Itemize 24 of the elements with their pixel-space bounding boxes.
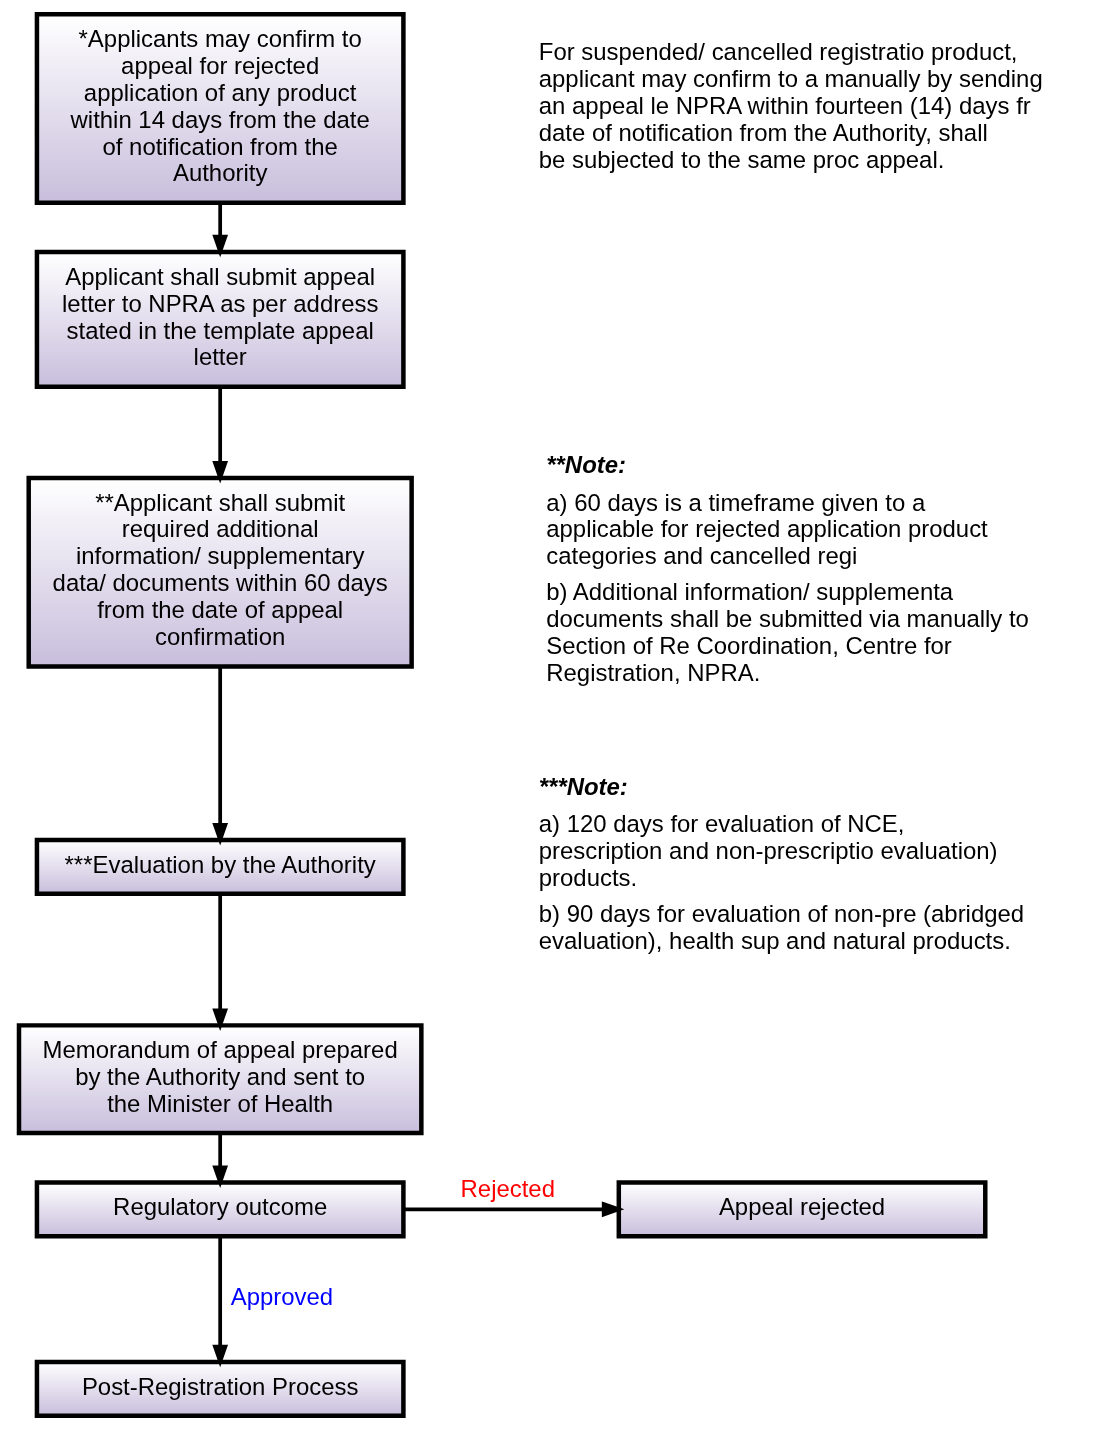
node-box: ***Evaluation by the Authority	[34, 837, 406, 896]
node-box: Memorandum of appeal prepared by the Authority and sent to the Minister of Health	[16, 1023, 424, 1136]
arrow	[212, 202, 229, 258]
label: a) 60 days is a timeframe given to a applicable for rejected application product categories and cancelled regi	[546, 488, 988, 570]
arrow	[212, 666, 229, 846]
arrow	[212, 387, 229, 484]
node-box: Regulatory outcome	[34, 1180, 406, 1239]
edge-label: Rejected	[460, 1175, 555, 1203]
arrow	[212, 1236, 229, 1368]
arrow	[403, 1201, 625, 1218]
label: b) Additional information/ supplementa documents shall be submitted via manually to Section of Re Coordination, Centre for Registration, NPRA.	[546, 578, 1029, 687]
label: b) 90 days for evaluation of non-pre (abridged evaluation), health sup and natural products.	[538, 899, 1025, 954]
node-box: Post-Registration Process	[34, 1359, 406, 1419]
node-box: **Applicant shall submit required additional information/ supplementary data/ documents within 60 days from the date of appeal confirmation	[26, 475, 414, 669]
node-box: *Applicants may confirm to appeal for rejected application of any product within 14 days from the date of notification from the Authority	[34, 11, 406, 205]
label: ***Note:	[538, 772, 628, 800]
node-box: Appeal rejected	[616, 1180, 988, 1239]
node-box: Applicant shall submit appeal letter to NPRA as per address stated in the template appeal letter	[34, 249, 406, 389]
label: **Note:	[546, 451, 627, 479]
label: a) 120 days for evaluation of NCE, prescription and non-prescriptio evaluation) products.	[538, 810, 998, 891]
edge-label: Approved	[230, 1282, 334, 1310]
arrow	[212, 894, 229, 1031]
label: For suspended/ cancelled registratio product, applicant may confirm to a manually by sending an appeal le NPRA within fourteen (14) days fr date of notification from the Authority, shall be subjected to the same proc appeal.	[538, 38, 1043, 173]
arrow	[212, 1133, 229, 1188]
